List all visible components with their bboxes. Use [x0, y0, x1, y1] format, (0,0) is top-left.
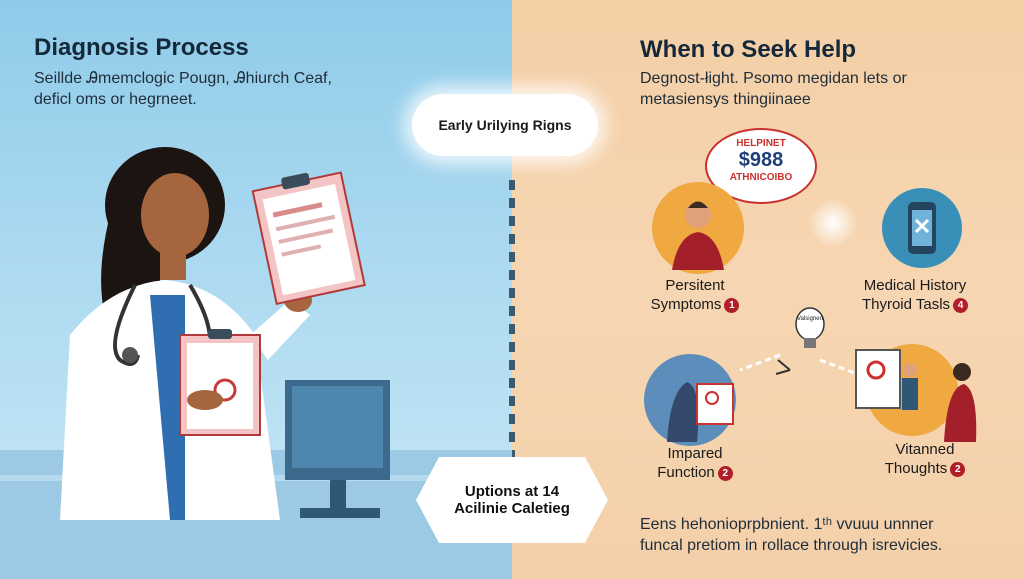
item-function-line1: Impared	[667, 445, 723, 462]
item-function-number: 2	[717, 465, 733, 481]
price-badge-price: $988	[738, 149, 784, 171]
price-badge-top: HELPINET	[736, 138, 786, 149]
right-description-line2: metasiensys thingiinaee	[640, 91, 811, 108]
consultation-thoughts-icon	[855, 344, 977, 442]
dashed-divider	[509, 180, 515, 480]
item-history-line1: Medical History	[863, 277, 967, 294]
phone-history-icon	[882, 188, 962, 268]
impaired-function-icon	[644, 354, 736, 446]
price-badge-bottom: ATHNICOIBO	[729, 172, 793, 183]
item-symptoms-number: 1	[724, 297, 740, 313]
item-history-number: 4	[953, 297, 969, 313]
right-title: When to Seek Help	[640, 36, 857, 63]
early-signs-cloud: Early Urilying Rigns	[412, 94, 598, 156]
right-description-line1: Degnost-łight. Psomo megidan lets or	[640, 70, 907, 87]
item-function-line2: Function	[657, 464, 715, 481]
item-symptoms-line1: Persitent	[665, 277, 725, 294]
item-thoughts-line2: Thoughts	[884, 460, 948, 477]
left-description-line2: deficl oms or hegrneet.	[34, 91, 197, 108]
item-thoughts-number: 2	[950, 461, 966, 477]
right-description: Degnost-łight. Psomo megidan lets or met…	[640, 68, 907, 110]
doctor-illustration	[60, 147, 366, 520]
person-symptoms-icon	[652, 182, 744, 274]
sun-glow-icon	[808, 198, 858, 248]
hex-line2: Acilinie Caletieg	[454, 500, 570, 517]
item-history-line2: Thyroid Tasls	[861, 296, 951, 313]
lightbulb-label: Valsignen	[797, 316, 823, 322]
right-footer-text: Eens hehonioprpbnient. 1ᵗʰ vvuuu unnner …	[640, 514, 942, 556]
left-description: Seillde Ꭿmemclogic Pougn, Ꭿhiurch Ceaf, …	[34, 68, 332, 110]
hex-line1: Uptions at 14	[464, 483, 560, 500]
options-hex-box: Uptions at 14 Acilinie Caletieg	[416, 457, 608, 543]
left-title: Diagnosis Process	[34, 34, 249, 61]
item-thoughts-line1: Vitanned	[895, 441, 955, 458]
flow-arrows	[739, 353, 861, 377]
item-symptoms-line2: Symptoms	[650, 296, 722, 313]
lightbulb-icon	[795, 307, 825, 348]
right-footer-line2: funcal pretiom in rollace through isrevi…	[640, 537, 943, 554]
right-footer-line1: Eens hehonioprpbnient. 1ᵗʰ vvuuu unnner	[640, 516, 934, 533]
left-description-line1: Seillde Ꭿmemclogic Pougn, Ꭿhiurch Ceaf,	[34, 70, 332, 87]
